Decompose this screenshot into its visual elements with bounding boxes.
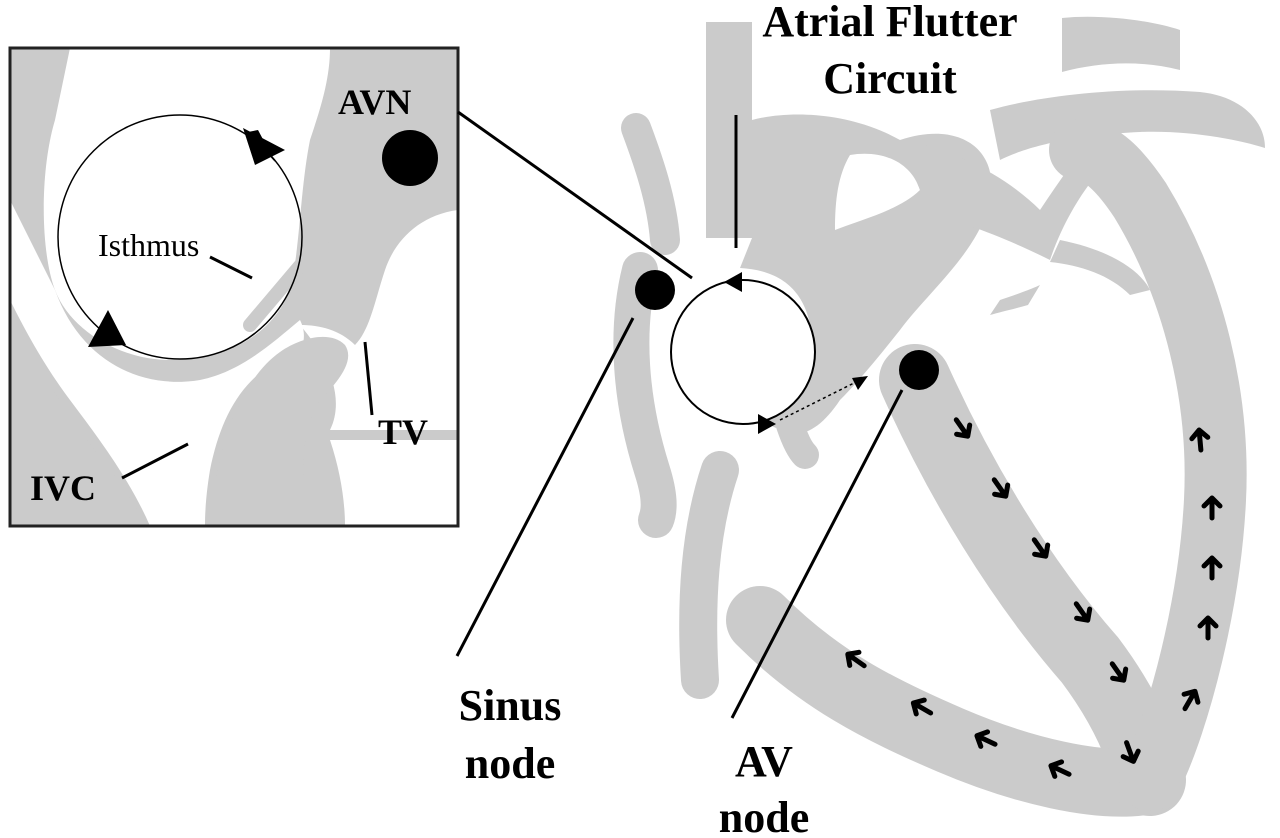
pulmonary-artery xyxy=(990,90,1265,160)
inset-ventricle-lobe xyxy=(210,336,349,526)
inset-frame xyxy=(8,46,460,528)
lateral-arrow-5 xyxy=(1189,427,1211,453)
ventricular-base-sweep xyxy=(726,586,1184,817)
flutter-circuit-label-line1: Atrial Flutter xyxy=(762,0,1017,46)
inset-circuit-arrowhead-bottom xyxy=(88,310,126,347)
heart-illustration xyxy=(613,16,1265,817)
inset-ivc-leader xyxy=(121,442,189,480)
flutter-circuit-label-line2: Circuit xyxy=(823,54,957,103)
lateral-arrow-3 xyxy=(1201,555,1223,581)
inset-tv-label: TV xyxy=(378,412,428,452)
leader-lines xyxy=(455,110,904,719)
inset-circuit-arrowhead-top xyxy=(243,128,285,165)
inset-ivc-label: IVC xyxy=(30,468,96,508)
lv-lateral-wall xyxy=(1049,119,1247,811)
lateral-arrow-2 xyxy=(1197,615,1219,641)
sinus-node-label-line2: node xyxy=(465,739,555,788)
lateral-arrow-1 xyxy=(1181,688,1201,712)
inset-isthmus-leader xyxy=(209,255,253,280)
inset-isthmus-ridge xyxy=(243,233,329,332)
base-conduction-arrows xyxy=(845,649,1072,779)
inset-to-circuit-leader xyxy=(457,110,693,280)
septal-arrow-2 xyxy=(991,477,1011,499)
av-node-leader xyxy=(730,389,904,719)
lateral-arrow-4 xyxy=(1201,495,1223,521)
conduction-arrowhead xyxy=(852,376,868,390)
septal-arrow-5 xyxy=(1109,661,1129,683)
inset-isthmus-label: Isthmus xyxy=(98,227,199,263)
lv-upper-curve xyxy=(1050,240,1150,295)
interventricular-septum xyxy=(879,344,1186,816)
rv-outer-wall xyxy=(679,451,739,699)
inset-avn-dot xyxy=(382,130,438,186)
crista-lower xyxy=(613,252,677,538)
inset-lower-right-space xyxy=(330,440,458,526)
septal-arrow-4 xyxy=(1073,601,1093,623)
mitral-fragment xyxy=(990,285,1040,315)
inset-avn-label: AVN xyxy=(338,82,411,122)
main-labels: Atrial Flutter Circuit Sinus node AV nod… xyxy=(459,0,1018,838)
inset-ivc-wall xyxy=(10,300,145,526)
inset-tv-leader xyxy=(363,341,374,416)
sinus-node-label-line1: Sinus xyxy=(459,681,562,730)
inset-circuit-ring xyxy=(57,114,303,360)
flutter-circuit-arrowhead-bottom xyxy=(758,414,776,434)
left-atrium xyxy=(900,135,1110,260)
sinus-node-dot xyxy=(635,270,675,310)
sinus-node-leader xyxy=(455,317,635,657)
flutter-circuit-arrowhead-top xyxy=(724,272,742,292)
base-arrow-4 xyxy=(845,649,867,669)
conduction-to-av-node xyxy=(779,379,861,421)
inset-panel: AVN Isthmus TV IVC xyxy=(8,46,460,528)
flutter-circuit-ring xyxy=(670,279,816,425)
av-node-label-line2: node xyxy=(719,793,809,838)
septal-arrow-1 xyxy=(953,417,973,439)
great-vessel-top xyxy=(1062,16,1180,72)
base-arrow-2 xyxy=(974,729,998,749)
septal-conduction-arrows xyxy=(953,417,1141,764)
lateral-conduction-arrows xyxy=(1181,427,1223,712)
base-arrow-3 xyxy=(910,697,934,717)
superior-vena-cava xyxy=(706,22,752,238)
septal-arrow-6 xyxy=(1120,740,1141,764)
septal-arrow-3 xyxy=(1031,537,1051,559)
crista-upper xyxy=(621,113,680,255)
inset-atrium-cavity xyxy=(43,48,330,360)
atrial-notch xyxy=(835,153,920,230)
septal-nub xyxy=(776,411,819,469)
av-node-dot xyxy=(899,350,939,390)
av-node-label-line1: AV xyxy=(735,737,793,786)
base-arrow-1 xyxy=(1048,759,1072,779)
